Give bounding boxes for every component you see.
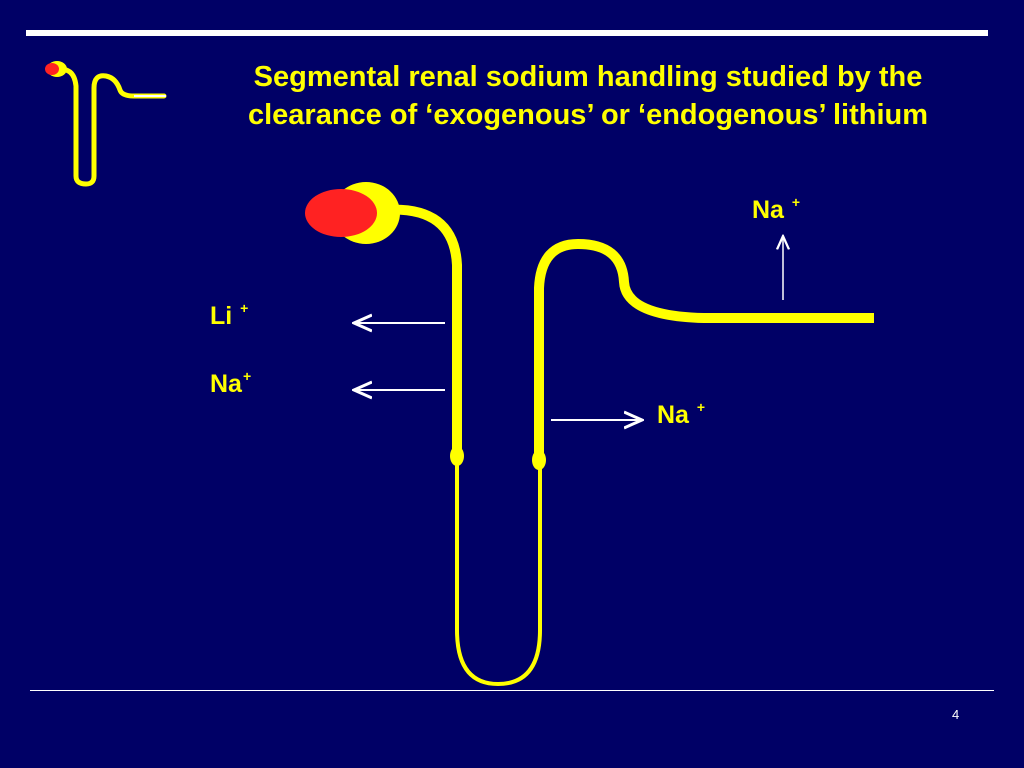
- title-line-1: Segmental renal sodium handling studied …: [253, 61, 923, 93]
- title-line-2: clearance of ‘exogenous’ or ‘endogenous’…: [247, 99, 929, 131]
- top-rule: [26, 30, 988, 36]
- li-left-label: Li +: [210, 300, 249, 331]
- nephron-icon: [45, 61, 167, 187]
- distal-tubule: [534, 238, 874, 456]
- na-top-charge: +: [791, 194, 801, 210]
- li-left-charge: +: [240, 300, 249, 316]
- na-left-charge: +: [242, 368, 252, 384]
- proximal-tubule: [379, 204, 462, 457]
- na-right-label: Na +: [657, 399, 706, 430]
- bottom-rule: [30, 690, 994, 691]
- page-number: 4: [952, 707, 960, 722]
- loop-junction-left: [450, 446, 464, 466]
- na-left-ion: Na: [210, 370, 242, 398]
- glomerulus: [305, 189, 377, 237]
- li-left-ion: Li: [210, 302, 233, 330]
- na-top-label: Na +: [752, 194, 801, 225]
- slide-title: Segmental renal sodium handling studied …: [180, 58, 996, 134]
- icon-glomerulus: [45, 63, 59, 75]
- na-right-charge: +: [696, 399, 706, 415]
- icon-tubule: [53, 66, 167, 187]
- main-nephron: [305, 182, 874, 687]
- loop-of-henle: [455, 452, 542, 687]
- na-left-label: Na+: [210, 368, 252, 399]
- na-right-ion: Na: [657, 401, 689, 429]
- na-top-ion: Na: [752, 196, 784, 224]
